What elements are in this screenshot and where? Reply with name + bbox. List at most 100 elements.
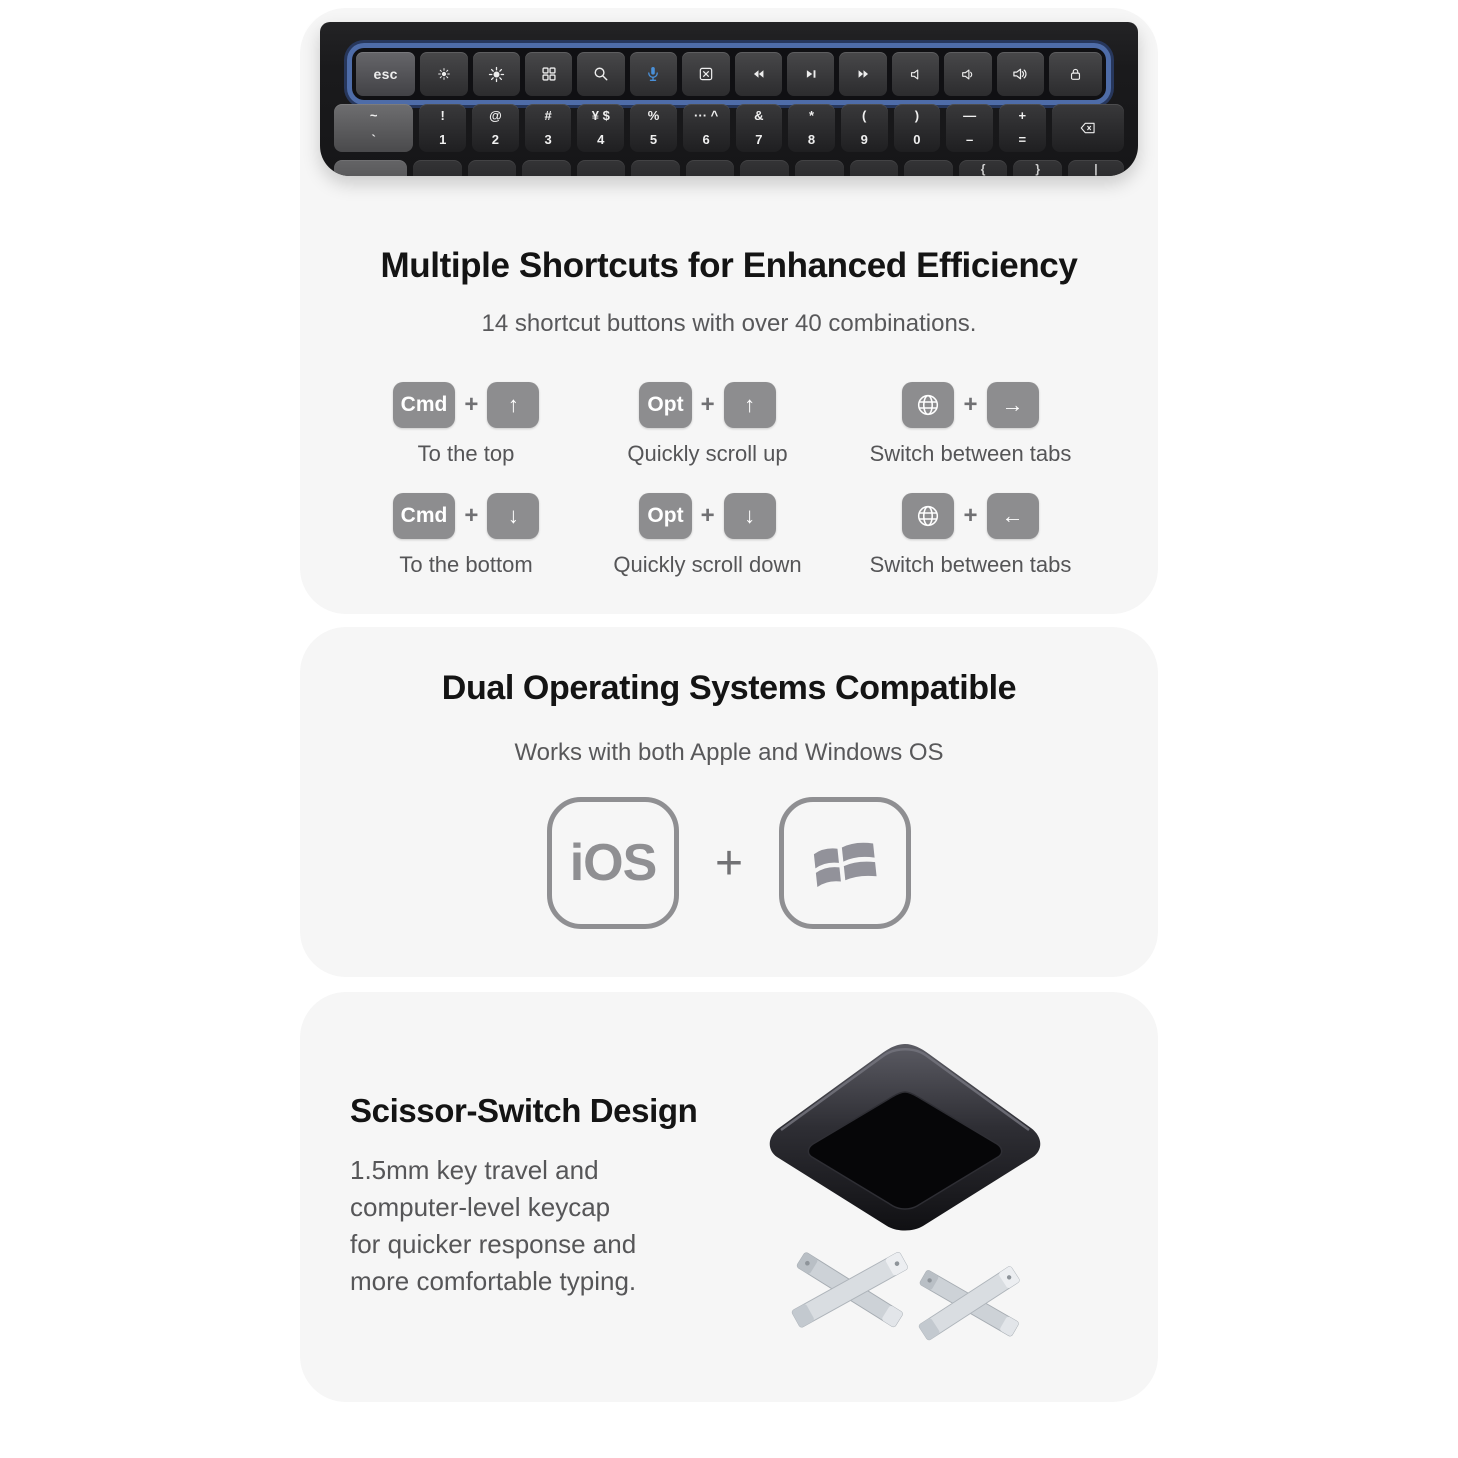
key-2: @2	[472, 104, 519, 152]
plus-sign: +	[700, 502, 715, 529]
keycap-globe	[902, 493, 955, 539]
key-volume-down	[944, 52, 992, 96]
scissor-card: Scissor-Switch Design 1.5mm key travel a…	[300, 992, 1158, 1402]
combo-caption: Quickly scroll down	[613, 552, 802, 577]
combo-keys: Opt+↑	[639, 382, 776, 428]
key-4: ¥ $4	[577, 104, 625, 152]
key-blank	[904, 160, 953, 176]
key-label: esc	[373, 66, 398, 82]
key-brightness-up	[472, 52, 521, 96]
key-backspace	[1051, 104, 1124, 152]
keycap-arrow: ↓	[723, 493, 776, 539]
key-blank	[740, 160, 790, 176]
key-blank	[412, 160, 462, 176]
key-blank	[522, 160, 571, 176]
scissor-mechanism-image	[791, 1252, 1020, 1341]
key-7: &7	[735, 104, 783, 152]
key-char: =	[1018, 132, 1027, 147]
keycap-image	[769, 1044, 1041, 1231]
key-snip	[682, 52, 730, 96]
key-char: 7	[755, 132, 763, 147]
keycap-arrow: ←	[986, 493, 1039, 539]
key-char: 1	[439, 132, 447, 147]
key-symbol: !	[440, 108, 445, 123]
combo-keys: Cmd+↓	[392, 493, 540, 539]
key-app-grid	[525, 52, 573, 96]
key-symbol: %	[647, 108, 660, 123]
volume-down-icon	[960, 67, 976, 82]
combo-caption: Switch between tabs	[869, 552, 1072, 577]
key-`: ~`	[334, 104, 414, 152]
combo-caption: To the bottom	[399, 552, 533, 577]
brightness-up-icon	[488, 66, 505, 83]
key-–: —–	[946, 104, 993, 152]
key-3: #3	[524, 104, 572, 152]
key-}: }	[1013, 160, 1063, 176]
shortcuts-card: esc ~`!1@2#3¥ $4%5··· ^6&7*8(9)0—–+= {}|…	[300, 8, 1158, 614]
key-volume-up	[996, 52, 1044, 96]
shortcut-combo: Cmd+↑To the top	[364, 382, 569, 467]
volume-up-icon	[1012, 66, 1029, 82]
key-char: –	[965, 132, 974, 147]
os-card: Dual Operating Systems Compatible Works …	[300, 627, 1158, 977]
key-blank	[631, 160, 680, 176]
combo-keys: +→	[902, 382, 1039, 428]
key-symbol: (	[862, 108, 867, 123]
combo-caption: To the top	[417, 441, 515, 466]
keyboard-function-row: esc	[352, 48, 1106, 100]
key-blank	[467, 160, 517, 176]
windows-logo-icon	[809, 827, 881, 899]
play-pause-icon	[803, 67, 819, 81]
key-blank	[685, 160, 735, 176]
key-brightness-down	[420, 52, 468, 96]
key-play-pause	[786, 52, 835, 96]
key-char: `	[371, 132, 376, 147]
windows-badge	[779, 797, 912, 929]
globe-icon	[915, 503, 941, 529]
mic-icon	[645, 66, 661, 82]
backspace-icon	[1079, 121, 1097, 135]
key-symbol: +	[1018, 108, 1027, 123]
key-blank	[849, 160, 899, 176]
shortcuts-section-subtitle: 14 shortcut buttons with over 40 combina…	[481, 310, 977, 337]
ios-label: iOS	[569, 834, 658, 892]
key-blank	[576, 160, 626, 176]
key-mic	[629, 52, 678, 96]
os-icons-row: iOS +	[300, 797, 1158, 929]
brightness-down-icon	[437, 67, 451, 81]
key-6: ··· ^6	[682, 104, 730, 152]
snip-icon	[698, 66, 714, 82]
key-lock	[1048, 52, 1102, 96]
key-symbol: #	[544, 108, 552, 123]
plus-sign: +	[714, 836, 744, 890]
key-char: 0	[913, 132, 921, 147]
keyboard-number-row: ~`!1@2#3¥ $4%5··· ^6&7*8(9)0—–+=	[334, 104, 1124, 152]
keycap-opt: Opt	[639, 493, 692, 539]
key-blank	[334, 160, 407, 176]
key-=: +=	[998, 104, 1046, 152]
ios-badge: iOS	[546, 797, 679, 929]
key-symbol: ~	[369, 108, 378, 123]
shortcuts-section-title: Multiple Shortcuts for Enhanced Efficien…	[380, 246, 1078, 285]
volume-mute-icon	[908, 67, 923, 82]
globe-icon	[915, 392, 941, 418]
keycap-cmd: Cmd	[392, 493, 456, 539]
rewind-icon	[750, 67, 767, 81]
keycap-opt: Opt	[639, 382, 692, 428]
shortcut-combo: Opt + ↓ Quickly scroll down	[589, 493, 827, 578]
key-symbol: &	[754, 108, 764, 123]
key-1: !1	[419, 104, 467, 152]
key-|: |	[1068, 160, 1124, 176]
key-char: 4	[597, 132, 605, 147]
keycap-arrow: →	[986, 382, 1039, 428]
os-section-subtitle: Works with both Apple and Windows OS	[514, 739, 944, 766]
key-char: 3	[544, 132, 552, 147]
key-symbol: @	[489, 108, 502, 123]
key-rewind	[734, 52, 782, 96]
key-volume-mute	[891, 52, 940, 96]
combo-caption: Quickly scroll up	[627, 441, 788, 466]
fast-forward-icon	[855, 67, 872, 81]
key-{: {	[958, 160, 1008, 176]
keyboard-third-row: {} |	[334, 160, 1124, 176]
